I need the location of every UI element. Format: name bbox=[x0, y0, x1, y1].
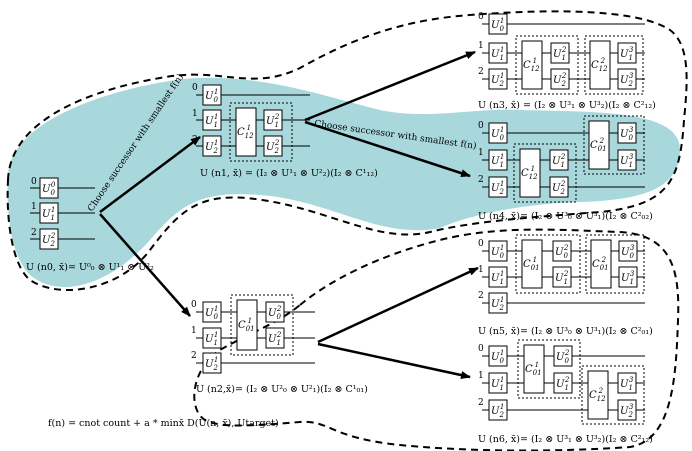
wire-label: 1 bbox=[191, 326, 197, 336]
svg-text:U12: U12 bbox=[555, 270, 569, 286]
svg-text:U21: U21 bbox=[491, 180, 504, 196]
svg-text:U03: U03 bbox=[621, 244, 635, 260]
wire-label: 0 bbox=[478, 12, 484, 22]
wire-label: 1 bbox=[478, 148, 484, 158]
wire-label: 2 bbox=[191, 351, 197, 361]
svg-text:U02: U02 bbox=[556, 349, 570, 365]
svg-text:C011: C011 bbox=[525, 361, 542, 377]
wire-label: 2 bbox=[478, 398, 484, 408]
svg-text:U12: U12 bbox=[552, 153, 566, 169]
caption-n1: U (n1, x̄) = (I₂ ⊗ U¹₁ ⊗ U²₂)(I₂ ⊗ C¹₁₂) bbox=[200, 168, 378, 179]
circuit-n1: 0 1 2 U01 U11 U21 C121 U12 U22 U (n1, x̄… bbox=[192, 83, 378, 179]
cost-formula: f(n) = cnot count + a * minx̄ D(U(n, x̄)… bbox=[48, 418, 279, 429]
wire-label: 1 bbox=[478, 41, 484, 51]
svg-text:C121: C121 bbox=[523, 57, 540, 73]
wire-label: 1 bbox=[192, 109, 198, 119]
svg-text:U22: U22 bbox=[266, 139, 280, 155]
arrow-n1-n3 bbox=[304, 50, 476, 122]
svg-text:U01: U01 bbox=[491, 17, 504, 33]
arrow-n2-n6 bbox=[317, 342, 471, 379]
svg-text:U11: U11 bbox=[205, 331, 218, 347]
wire-label: 2 bbox=[478, 175, 484, 185]
svg-text:U13: U13 bbox=[621, 270, 635, 286]
svg-text:C011: C011 bbox=[523, 256, 540, 272]
svg-text:U22: U22 bbox=[553, 72, 567, 88]
wire-label: 2 bbox=[192, 135, 198, 145]
arrow-n2-n5 bbox=[317, 266, 479, 344]
svg-text:C121: C121 bbox=[521, 165, 538, 181]
arrow-n0-n2 bbox=[99, 213, 191, 317]
svg-text:U22: U22 bbox=[42, 232, 56, 248]
svg-text:U00: U00 bbox=[42, 181, 56, 197]
svg-text:U12: U12 bbox=[268, 331, 282, 347]
wire-label: 2 bbox=[31, 228, 37, 238]
svg-text:U11: U11 bbox=[491, 270, 504, 286]
svg-text:C122: C122 bbox=[589, 387, 606, 403]
wire-label: 1 bbox=[478, 371, 484, 381]
caption-n2: U (n2,x̄)= (I₂ ⊗ U²₀ ⊗ U²₁)(I₂ ⊗ C¹₀₁) bbox=[196, 384, 368, 395]
circuit-n6: 0 1 2 U01 U11 U21 C011 U02 U12 C122 U13 … bbox=[478, 339, 653, 445]
svg-text:U21: U21 bbox=[491, 296, 504, 312]
svg-text:U11: U11 bbox=[42, 206, 55, 222]
svg-text:U21: U21 bbox=[491, 72, 504, 88]
wire-label: 2 bbox=[478, 67, 484, 77]
svg-text:C122: C122 bbox=[591, 57, 608, 73]
wire-label: 0 bbox=[478, 239, 484, 249]
caption-n3: U (n3, x̄) = (I₂ ⊗ U³₁ ⊗ U³₂)(I₂ ⊗ C²₁₂) bbox=[478, 100, 656, 111]
wire-label: 1 bbox=[31, 202, 37, 212]
svg-text:U13: U13 bbox=[620, 376, 634, 392]
circuit-n3: 0 1 2 U01 U11 U21 C121 U12 U22 C122 U13 … bbox=[478, 12, 656, 111]
upper-boundary bbox=[6, 10, 688, 291]
caption-n5: U (n5, x̄)= (I₂ ⊗ U³₀ ⊗ U³₁)(I₂ ⊗ C²₀₁) bbox=[478, 326, 653, 337]
svg-text:C121: C121 bbox=[237, 124, 254, 140]
svg-text:U13: U13 bbox=[620, 46, 634, 62]
svg-text:U13: U13 bbox=[620, 153, 634, 169]
svg-text:U01: U01 bbox=[491, 126, 504, 142]
svg-text:U21: U21 bbox=[205, 356, 218, 372]
svg-text:C011: C011 bbox=[238, 317, 255, 333]
svg-text:U23: U23 bbox=[620, 403, 634, 419]
svg-text:U11: U11 bbox=[205, 113, 218, 129]
arrow-n0-n1 bbox=[99, 136, 201, 213]
wire-label: 2 bbox=[478, 291, 484, 301]
circuit-n2: 0 1 2 U01 U11 U21 C011 U02 U12 U (n2,x̄)… bbox=[191, 294, 368, 395]
wire-label: 1 bbox=[478, 265, 484, 275]
svg-text:U01: U01 bbox=[491, 244, 504, 260]
svg-text:U11: U11 bbox=[491, 153, 504, 169]
caption-n0: U (n0, x̄)= U⁰₀ ⊗ U¹₁ ⊗ U²₂ bbox=[26, 262, 154, 273]
svg-text:C012: C012 bbox=[590, 137, 607, 153]
svg-text:C012: C012 bbox=[592, 256, 609, 272]
svg-text:U02: U02 bbox=[268, 305, 282, 321]
svg-text:U21: U21 bbox=[205, 139, 218, 155]
circuit-n0: 0 1 2 U00 U11 U22 U (n0, x̄)= U⁰₀ ⊗ U¹₁ … bbox=[26, 177, 154, 273]
svg-text:U11: U11 bbox=[491, 46, 504, 62]
wire-label: 0 bbox=[191, 300, 197, 310]
svg-text:U22: U22 bbox=[552, 180, 566, 196]
wire-label: 0 bbox=[31, 177, 37, 187]
circuit-n5: 0 1 2 U01 U11 U21 C011 U02 U12 C012 U03 … bbox=[478, 234, 653, 337]
svg-text:U03: U03 bbox=[620, 126, 634, 142]
lower-boundary bbox=[193, 228, 680, 451]
wire-label: 0 bbox=[192, 83, 198, 93]
wire-label: 0 bbox=[478, 344, 484, 354]
highlight-region bbox=[7, 77, 680, 288]
wire-label: 0 bbox=[478, 121, 484, 131]
svg-text:U01: U01 bbox=[205, 88, 218, 104]
svg-text:U21: U21 bbox=[491, 403, 504, 419]
svg-text:U11: U11 bbox=[491, 376, 504, 392]
svg-text:U12: U12 bbox=[556, 376, 570, 392]
svg-text:U12: U12 bbox=[553, 46, 567, 62]
svg-text:U01: U01 bbox=[205, 305, 218, 321]
svg-text:U12: U12 bbox=[266, 113, 280, 129]
circuit-n4: 0 1 2 U01 U11 U21 C121 U12 U22 C012 U03 … bbox=[478, 115, 653, 222]
arrow-n1-n4 bbox=[304, 120, 471, 178]
svg-text:U23: U23 bbox=[620, 72, 634, 88]
svg-text:U02: U02 bbox=[555, 244, 569, 260]
caption-n6: U (n6, x̄)= (I₂ ⊗ U³₁ ⊗ U³₂)(I₂ ⊗ C²₁₂) bbox=[478, 434, 653, 445]
svg-text:U01: U01 bbox=[491, 349, 504, 365]
caption-n4: U (n4, x̄)= (I₂ ⊗ U³₀ ⊗ U³₁)(I₂ ⊗ C²₀₂) bbox=[478, 211, 653, 222]
